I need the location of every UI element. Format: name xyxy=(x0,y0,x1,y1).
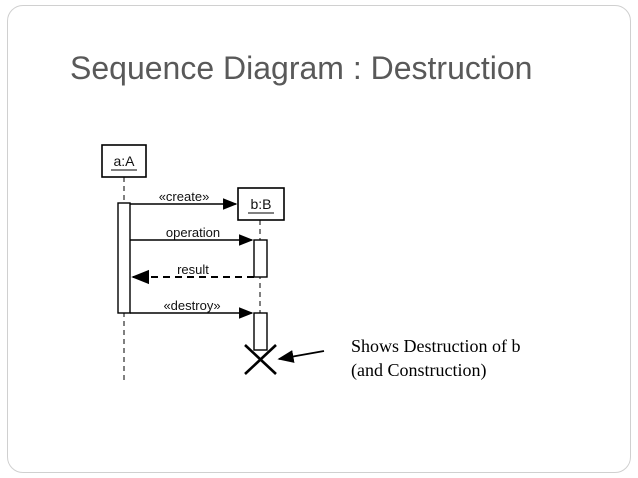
message-destroy-label: «destroy» xyxy=(163,298,220,313)
lifeline-a-box xyxy=(101,144,147,178)
lifeline-a-label: a:A xyxy=(113,153,135,169)
slide-frame xyxy=(7,5,631,473)
slide-title: Sequence Diagram : Destruction xyxy=(70,50,533,86)
message-operation-label: operation xyxy=(166,225,220,240)
activation-a xyxy=(117,202,131,314)
message-result-label: result xyxy=(177,262,209,277)
annotation-pointer-arrow xyxy=(277,350,325,363)
activation-b-operation xyxy=(253,239,268,278)
annotation-caption: Shows Destruction of b (and Construction… xyxy=(351,334,521,382)
activation-b-destroy xyxy=(253,312,268,351)
annotation-line-1: Shows Destruction of b xyxy=(351,336,521,356)
annotation-line-2: (and Construction) xyxy=(351,360,487,380)
lifeline-b-box xyxy=(237,187,285,221)
lifeline-b-label: b:B xyxy=(250,196,271,212)
destruction-x-icon xyxy=(244,344,277,375)
message-create-label: «create» xyxy=(159,189,210,204)
